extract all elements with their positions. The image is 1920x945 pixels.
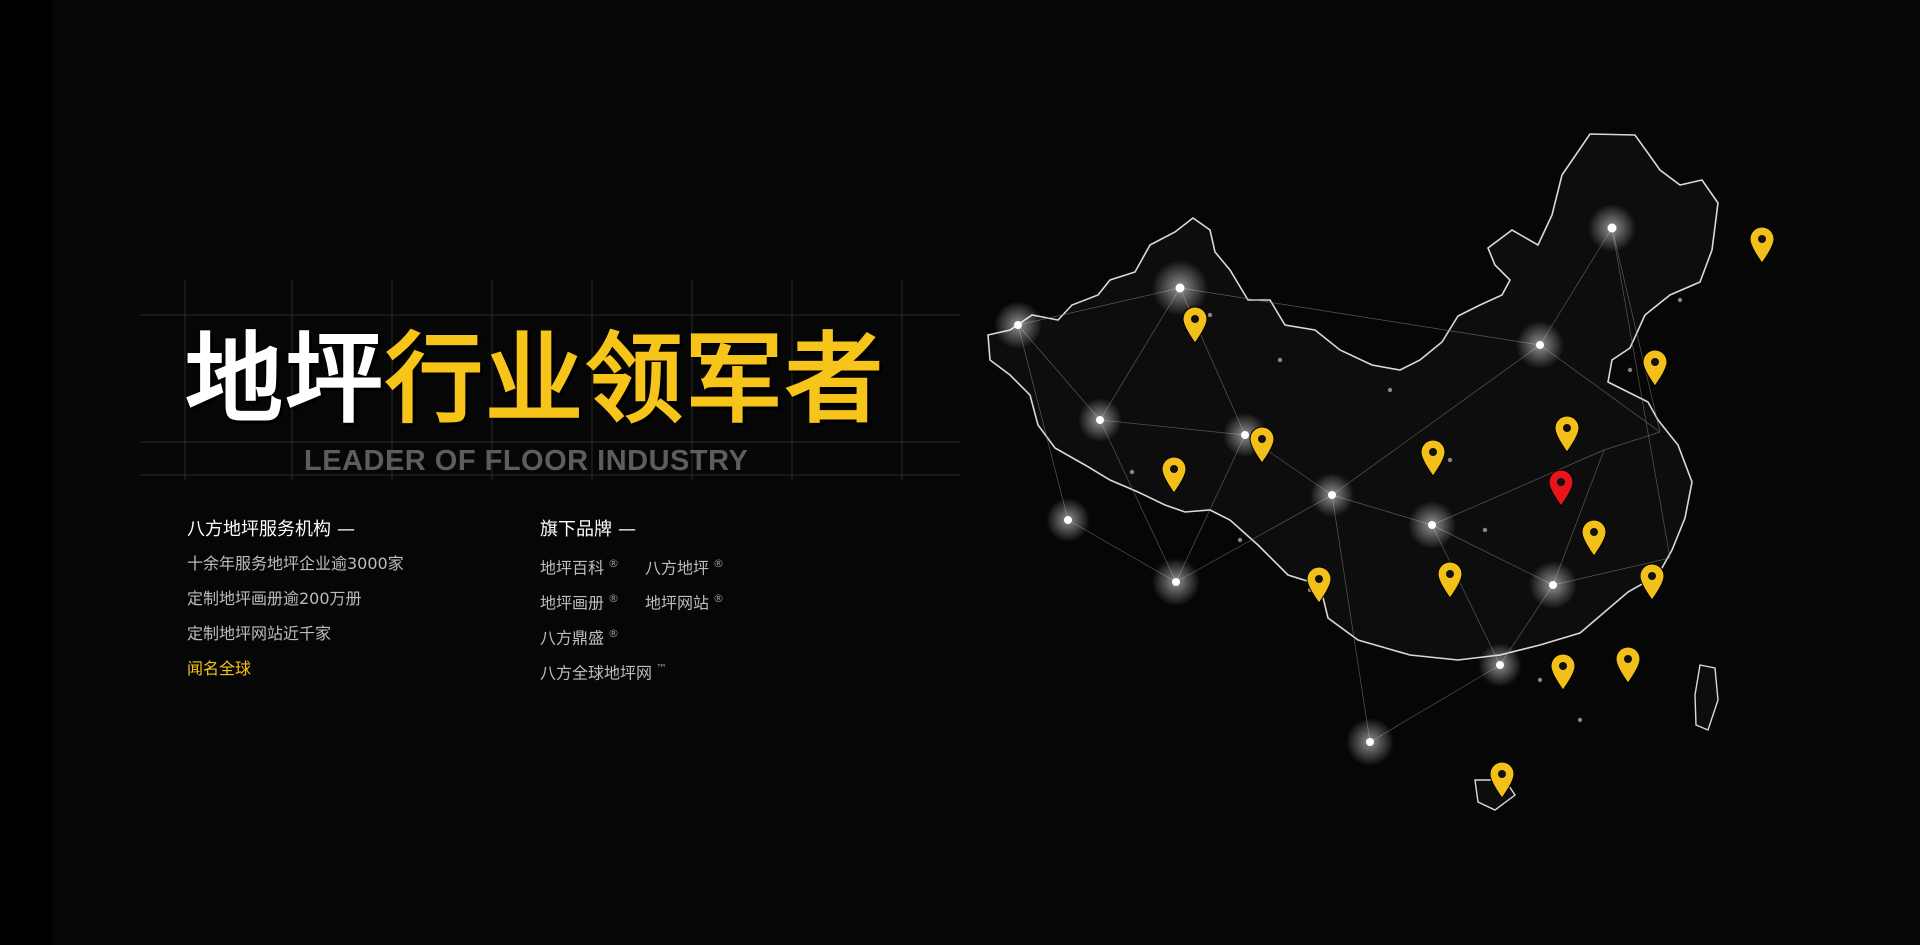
location-pin-icon[interactable] xyxy=(1749,226,1775,264)
brand-row: 八方鼎盛® xyxy=(540,616,750,651)
brand-item[interactable]: 地坪画册® xyxy=(540,581,619,620)
services-column: 八方地坪服务机构 — 十余年服务地坪企业逾3000家 定制地坪画册逾200万册 定… xyxy=(187,513,404,686)
services-title: 八方地坪服务机构 — xyxy=(187,513,404,546)
brand-item[interactable]: 地坪百科® xyxy=(540,546,619,585)
location-markers xyxy=(1161,226,1775,799)
location-pin-icon[interactable] xyxy=(1639,563,1665,601)
china-network-map xyxy=(987,133,1775,811)
location-pin-icon[interactable] xyxy=(1306,566,1332,604)
brand-row: 地坪画册®地坪网站® xyxy=(540,581,750,616)
location-pin-icon[interactable] xyxy=(1554,415,1580,453)
trademark-mark: ™ xyxy=(656,662,668,675)
registered-mark: ® xyxy=(608,557,620,570)
registered-mark: ® xyxy=(608,592,620,605)
location-pin-icon[interactable] xyxy=(1550,653,1576,691)
location-pin-icon[interactable] xyxy=(1489,761,1515,799)
services-item: 定制地坪画册逾200万册 xyxy=(187,589,362,608)
brand-row: 地坪百科®八方地坪® xyxy=(540,546,750,581)
brand-name: 地坪画册 xyxy=(540,593,605,613)
location-pin-icon[interactable] xyxy=(1420,439,1446,477)
services-highlight: 闻名全球 xyxy=(187,659,252,678)
registered-mark: ® xyxy=(608,627,620,640)
brands-column: 旗下品牌— 地坪百科®八方地坪® 地坪画册®地坪网站® 八方鼎盛® 八方全球地坪… xyxy=(540,513,750,686)
headline-yellow-part: 行业领军者 xyxy=(385,323,886,437)
brand-name: 地坪网站 xyxy=(645,593,710,613)
location-pin-icon[interactable] xyxy=(1437,561,1463,599)
headline-white-part: 地坪 xyxy=(185,323,386,437)
left-edge-strip xyxy=(0,0,52,945)
brands-title-dash: — xyxy=(618,519,636,540)
brand-name: 八方地坪 xyxy=(645,558,710,578)
services-title-dash: — xyxy=(337,519,355,540)
headline-title: 地坪行业领军者 xyxy=(185,325,885,435)
location-pin-highlight-icon[interactable] xyxy=(1548,469,1574,507)
registered-mark: ® xyxy=(713,557,725,570)
brands-title-text: 旗下品牌 xyxy=(540,519,612,540)
location-pin-icon[interactable] xyxy=(1615,646,1641,684)
headline-grid xyxy=(140,280,960,480)
location-pin-icon[interactable] xyxy=(1642,349,1668,387)
brand-item[interactable]: 地坪网站® xyxy=(645,581,724,620)
services-item: 定制地坪网站近千家 xyxy=(187,624,332,643)
location-pin-icon[interactable] xyxy=(1182,306,1208,344)
headline-subtitle: LEADER OF FLOOR INDUSTRY xyxy=(304,445,749,477)
registered-mark: ® xyxy=(713,592,725,605)
taiwan-outline xyxy=(1694,664,1719,731)
location-pin-icon[interactable] xyxy=(1161,456,1187,494)
brand-item[interactable]: 八方地坪® xyxy=(645,546,724,585)
headline-block: 地坪行业领军者 LEADER OF FLOOR INDUSTRY xyxy=(140,270,960,490)
services-title-text: 八方地坪服务机构 xyxy=(187,519,331,540)
location-pin-icon[interactable] xyxy=(1581,519,1607,557)
brand-item[interactable]: 八方鼎盛® xyxy=(540,616,619,655)
brand-name: 地坪百科 xyxy=(540,558,605,578)
brand-name: 八方鼎盛 xyxy=(540,628,605,648)
brands-title: 旗下品牌 — xyxy=(540,513,750,546)
services-item: 十余年服务地坪企业逾3000家 xyxy=(187,554,404,573)
brand-name: 八方全球地坪网 xyxy=(540,663,653,683)
location-pin-icon[interactable] xyxy=(1249,426,1275,464)
